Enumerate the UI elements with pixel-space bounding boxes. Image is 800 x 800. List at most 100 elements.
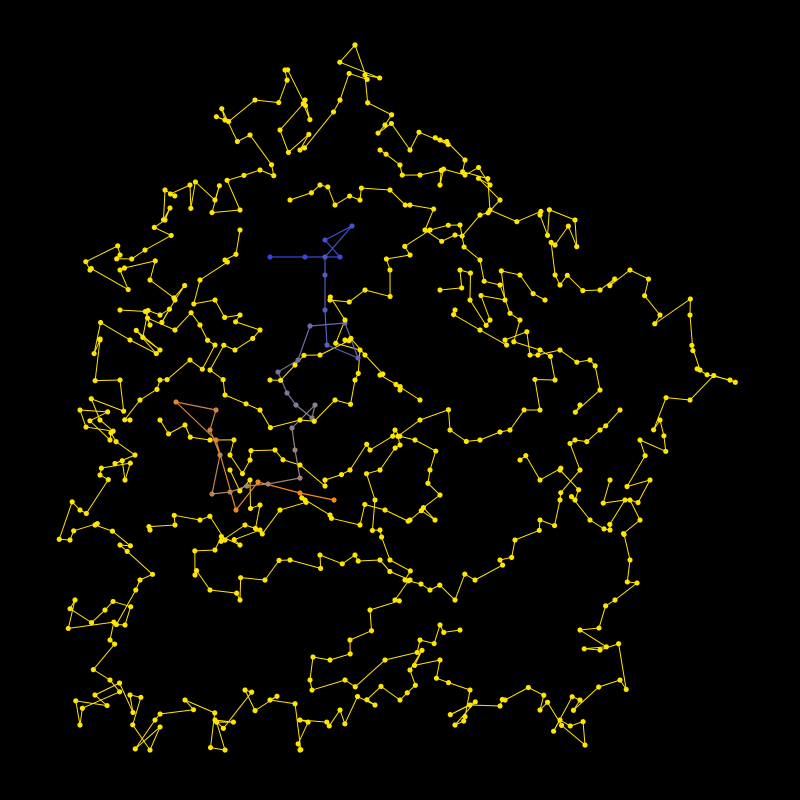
outer-walk-edge	[94, 682, 120, 696]
interior-walk-1-node	[187, 434, 193, 440]
interior-walk-0-node	[463, 438, 469, 444]
outer-walk-node	[110, 598, 116, 605]
outer-walk-node	[416, 129, 422, 135]
outer-walk-edge	[82, 691, 120, 709]
interior-walk-0-node	[243, 401, 249, 407]
outer-walk-node	[133, 587, 139, 593]
outer-walk-node	[552, 242, 558, 248]
interior-walk-0-node	[222, 392, 228, 398]
interior-walk-1-node	[287, 557, 293, 563]
outer-walk-node	[603, 603, 609, 609]
outer-walk-node	[597, 647, 603, 653]
outer-walk-edge	[124, 463, 131, 481]
interior-walk-2-edge	[409, 204, 434, 210]
interior-walk-4-node	[147, 322, 153, 328]
outer-walk-node	[122, 477, 128, 483]
outer-walk-node	[663, 395, 669, 401]
outer-walk-node	[550, 728, 557, 734]
trail-node	[255, 479, 261, 485]
interior-walk-0-node	[427, 227, 433, 233]
trail-edge	[209, 409, 217, 431]
interior-walk-1-node	[433, 448, 439, 454]
interior-walk-0-node	[577, 467, 583, 473]
interior-walk-8-node	[417, 397, 423, 403]
outer-walk-edge	[304, 111, 334, 149]
interior-walk-0-node	[233, 251, 239, 257]
interior-walk-0-node	[402, 243, 408, 249]
outer-walk-node	[97, 417, 103, 423]
interior-walk-3-node	[597, 387, 603, 393]
interior-walk-3-edge	[559, 349, 578, 363]
interior-walk-1-node	[368, 628, 375, 634]
outer-walk-edge	[366, 686, 382, 701]
interior-walk-4-node	[127, 417, 133, 423]
interior-walk-0-node	[497, 557, 503, 563]
interior-walk-1-node	[322, 483, 328, 489]
outer-walk-edge	[582, 289, 601, 292]
interior-walk-0-node	[457, 222, 463, 228]
outer-walk-node	[182, 282, 188, 289]
outer-walk-edge	[93, 322, 102, 354]
interior-walk-2-edge	[389, 189, 406, 206]
interior-walk-0-edge	[447, 409, 451, 431]
outer-walk-node	[694, 366, 700, 372]
outer-walk-node	[132, 452, 138, 458]
interior-walk-0-node	[572, 437, 578, 443]
interior-walk-0-edge	[449, 429, 467, 442]
interior-walk-0-node	[257, 327, 263, 333]
outer-walk-node	[71, 528, 77, 534]
outer-walk-edge	[173, 285, 186, 299]
outer-walk-edge	[644, 278, 650, 296]
outer-walk-edge	[112, 600, 131, 608]
outer-walk-node	[220, 725, 226, 731]
outer-walk-edge	[462, 171, 488, 180]
interior-walk-1-edge	[384, 509, 409, 522]
outer-walk-node	[452, 722, 458, 728]
interior-walk-5-node	[457, 267, 463, 273]
trail-node	[227, 489, 233, 495]
outer-walk-edge	[299, 719, 327, 723]
interior-walk-0-edge	[586, 429, 601, 442]
interior-walk-3-node	[577, 402, 583, 408]
interior-walk-0-edge	[357, 349, 361, 374]
interior-walk-7-node	[172, 522, 178, 528]
outer-walk-node	[65, 625, 71, 632]
interior-walk-8-node	[267, 377, 273, 383]
interior-walk-2-node	[417, 172, 423, 178]
outer-walk-node	[166, 306, 173, 312]
outer-walk-node	[324, 719, 330, 725]
outer-walk-node	[91, 350, 97, 357]
interior-walk-1-edge	[384, 651, 418, 661]
interior-walk-1-edge	[229, 454, 243, 474]
outer-walk-node	[88, 620, 95, 626]
outer-walk-node	[352, 42, 358, 48]
interior-walk-1-edge	[239, 577, 242, 601]
trail-node	[322, 272, 328, 278]
trail-edge	[291, 404, 316, 429]
outer-walk-node	[580, 719, 586, 725]
interior-walk-1-node	[432, 517, 438, 523]
outer-walk-node	[230, 719, 236, 725]
outer-walk-node	[372, 702, 378, 708]
interior-walk-1-node	[364, 441, 370, 447]
outer-walk-node	[138, 694, 144, 700]
interior-walk-1-node	[227, 452, 233, 458]
interior-walk-2-edge	[478, 167, 491, 186]
outer-walk-node	[689, 342, 695, 348]
outer-walk-edge	[228, 99, 256, 122]
interior-walk-0-node	[191, 301, 197, 307]
interior-walk-0-node	[392, 445, 398, 451]
interior-walk-3-edge	[479, 329, 507, 346]
outer-walk-edge	[75, 700, 81, 726]
interior-walk-0-node	[447, 427, 453, 433]
outer-walk-edge	[226, 180, 241, 211]
trail-node	[331, 497, 337, 503]
interior-walk-5-node	[487, 317, 493, 323]
outer-walk-edge	[528, 687, 545, 696]
interior-walk-1-node	[280, 457, 286, 463]
outer-walk-node	[647, 477, 653, 483]
outer-walk-node	[192, 179, 199, 185]
interior-walk-2-edge	[289, 192, 312, 201]
outer-walk-edge	[377, 123, 392, 134]
outer-walk-node	[657, 417, 663, 423]
